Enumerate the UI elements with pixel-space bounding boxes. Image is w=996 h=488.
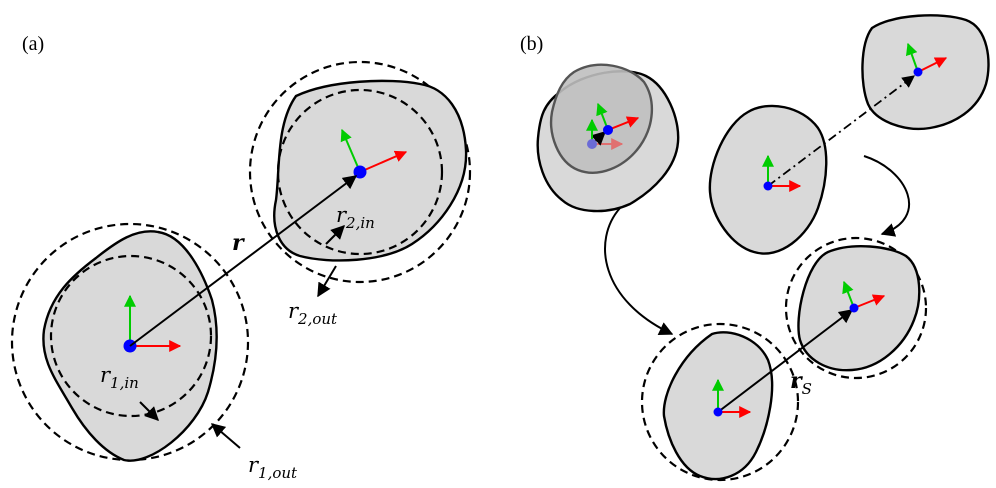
r2-out-label: r2,out	[288, 299, 338, 328]
separated-right-y-axis	[905, 42, 919, 73]
separation-vector	[129, 175, 358, 347]
panel-a: (a) r	[10, 33, 472, 482]
result-pair: rS	[640, 236, 928, 482]
panel-b: (b)	[520, 14, 990, 482]
r2-in-label: r2,in	[336, 203, 375, 232]
r2-in-arrow	[325, 225, 345, 245]
particle-2-y-axis	[340, 128, 361, 173]
result-body-upper	[797, 245, 921, 372]
result-upper-center	[849, 303, 859, 313]
particle-2-x-axis	[359, 150, 408, 173]
result-upper-dashed-circle	[784, 236, 928, 380]
r2-out-arrow	[317, 265, 337, 298]
separated-vector	[767, 75, 916, 187]
particle-1	[10, 222, 250, 462]
particle-1-inner-radius-circle	[49, 254, 213, 418]
overlap-back-center	[587, 139, 597, 149]
separated-right-center	[913, 67, 923, 77]
overlap-front-x-axis	[607, 116, 640, 131]
panel-a-label: (a)	[22, 33, 44, 55]
overlap-front-center	[603, 125, 613, 135]
panel-b-label: (b)	[520, 33, 543, 55]
transition-arrow-right	[863, 155, 911, 237]
r1-in-label: r1,in	[100, 363, 139, 392]
particle-2-body	[273, 79, 468, 262]
result-lower-center	[713, 407, 723, 417]
particle-2	[248, 60, 472, 298]
separated-body-right	[861, 14, 990, 131]
separated-right-x-axis	[917, 57, 948, 73]
r1-in-arrow	[139, 401, 159, 421]
r1-out-label: r1,out	[248, 453, 298, 482]
result-upper-y-axis	[842, 280, 855, 309]
separated-pair	[708, 14, 990, 255]
rs-label: rS	[790, 368, 812, 398]
particle-2-inner-radius-circle	[276, 88, 444, 256]
r1-out-arrow	[210, 423, 241, 449]
r-vector-label: r	[232, 230, 245, 256]
transition-arrow-left	[604, 207, 674, 335]
overlapping-pair	[536, 63, 680, 213]
particle-2-outer-radius-circle	[248, 60, 472, 284]
result-upper-x-axis	[853, 294, 886, 309]
separated-left-center	[763, 181, 773, 191]
overlap-body-front	[549, 63, 654, 174]
contact-vector	[717, 309, 854, 413]
